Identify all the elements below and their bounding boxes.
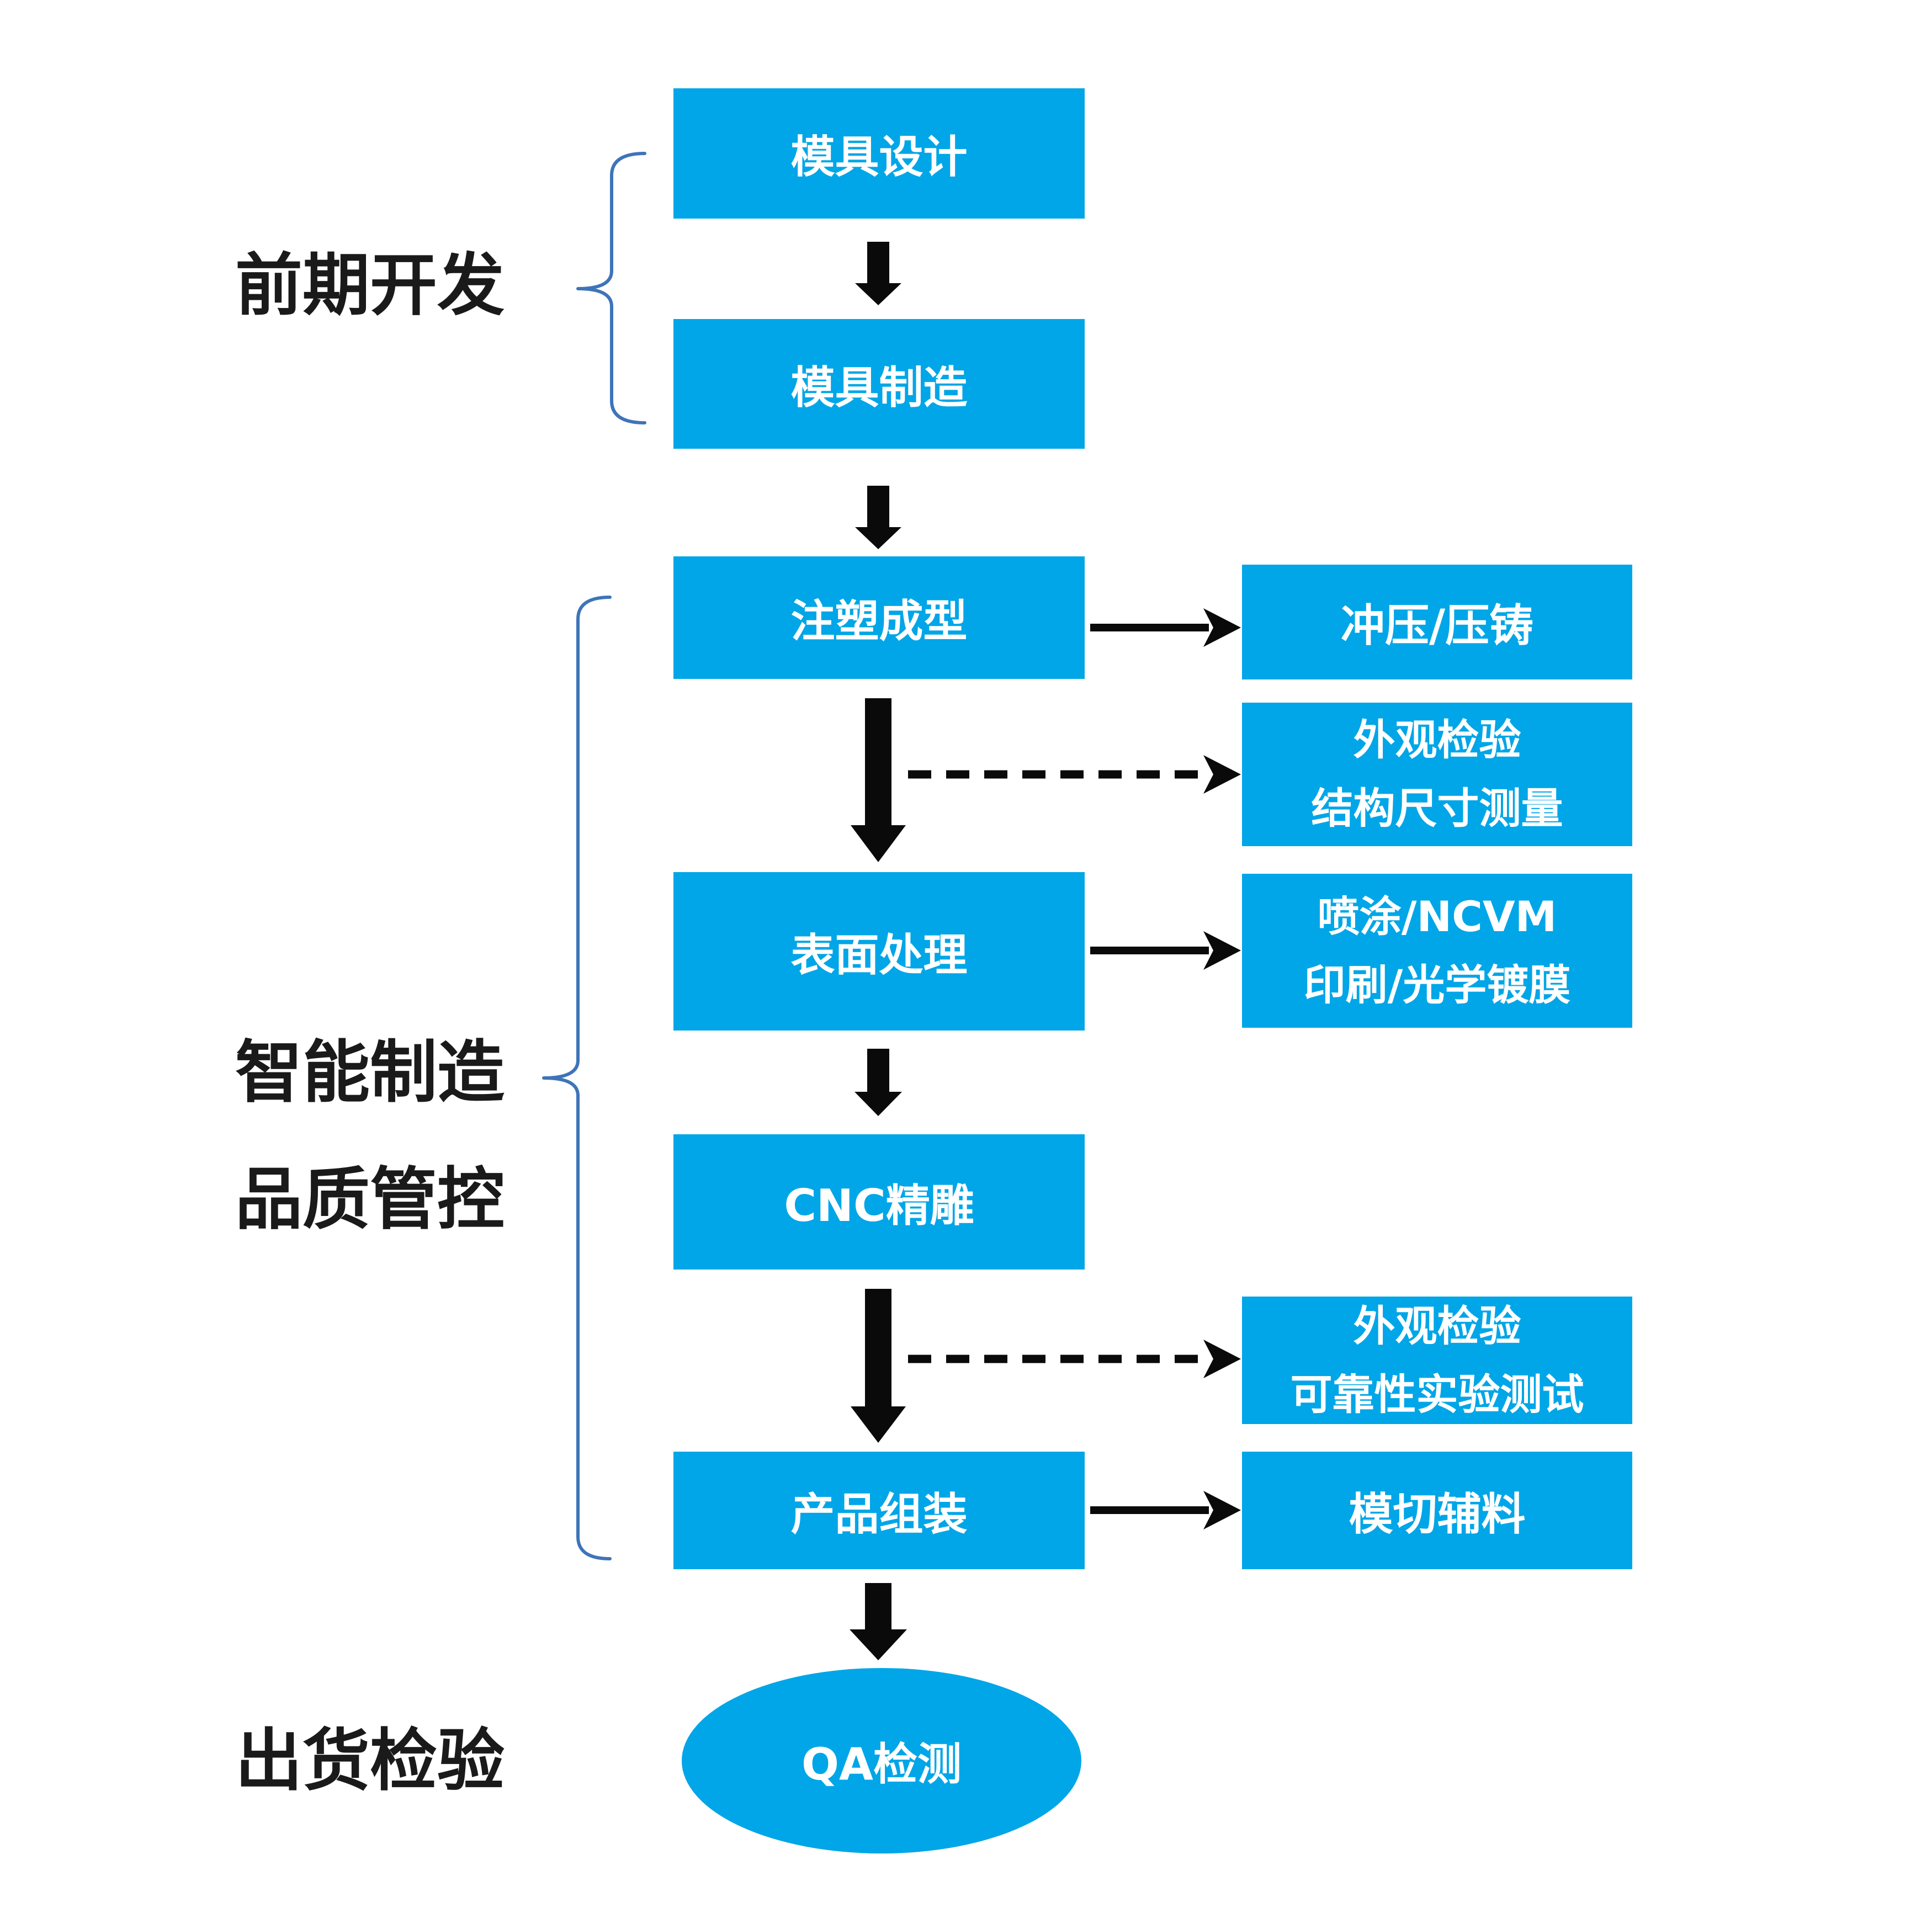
- step-qa-inspection-label: QA检测: [802, 1739, 962, 1790]
- step-mold-manufacturing-box: 模具制造: [673, 319, 1085, 449]
- dashed-arrow-to-inspection-2-head: [1203, 1340, 1241, 1378]
- arrow-surface-to-spraying-head: [1203, 931, 1241, 970]
- brace-smart-manufacturing: [542, 596, 612, 1560]
- brace-early-development: [576, 152, 646, 424]
- arrow-injection-to-surface: [851, 698, 906, 862]
- branch-appearance-inspection-2-line1: 外观检验: [1353, 1301, 1521, 1351]
- phase-smart-manufacturing-line2: 品质管控: [235, 1160, 505, 1239]
- dashed-arrow-to-inspection-1-head: [1203, 755, 1241, 794]
- arrow-assembly-to-diecut-head: [1203, 1491, 1241, 1529]
- step-mold-design-label: 模具设计: [790, 131, 968, 183]
- step-injection-molding-box: 注塑成型: [673, 556, 1085, 679]
- branch-appearance-inspection-2-box: 外观检验 可靠性实验测试: [1242, 1297, 1632, 1424]
- phase-label-smart-manufacturing: 智能制造 品质管控: [226, 1009, 513, 1263]
- arrow-surface-to-spraying-shaft: [1090, 947, 1209, 954]
- branch-appearance-inspection-2-line2: 可靠性实验测试: [1290, 1369, 1584, 1419]
- step-mold-manufacturing-label: 模具制造: [790, 362, 968, 413]
- phase-label-outgoing-inspection: 出货检验: [226, 1725, 513, 1797]
- step-surface-treatment-label: 表面处理: [790, 929, 968, 981]
- branch-die-cut-materials-box: 模切辅料: [1242, 1452, 1632, 1569]
- arrow-injection-to-stamping-shaft: [1090, 624, 1209, 631]
- branch-appearance-inspection-1-box: 外观检验 结构尺寸测量: [1242, 703, 1632, 846]
- branch-appearance-inspection-1-line2: 结构尺寸测量: [1311, 784, 1563, 833]
- arrow-surface-to-cnc: [854, 1049, 902, 1116]
- branch-stamping-die-casting-box: 冲压/压铸: [1242, 565, 1632, 679]
- phase-label-early-development: 前期开发: [226, 249, 513, 321]
- step-injection-molding-label: 注塑成型: [790, 596, 968, 647]
- step-product-assembly-box: 产品组装: [673, 1452, 1085, 1569]
- step-surface-treatment-box: 表面处理: [673, 872, 1085, 1031]
- step-cnc-engraving-label: CNC精雕: [784, 1180, 974, 1231]
- step-qa-inspection-ellipse: QA检测: [682, 1668, 1081, 1853]
- step-cnc-engraving-box: CNC精雕: [673, 1134, 1085, 1270]
- arrow-cnc-to-assembly: [851, 1289, 906, 1443]
- branch-stamping-die-casting-label: 冲压/压铸: [1340, 600, 1534, 651]
- arrow-mold-manufacturing-to-injection: [855, 486, 901, 549]
- branch-spraying-ncvm-line2: 印刷/光学镀膜: [1303, 960, 1571, 1010]
- arrow-injection-to-stamping-head: [1203, 608, 1241, 647]
- arrow-assembly-to-qa: [850, 1583, 907, 1660]
- step-product-assembly-label: 产品组装: [790, 1488, 968, 1540]
- arrow-assembly-to-diecut-shaft: [1090, 1506, 1209, 1514]
- phase-smart-manufacturing-line1: 智能制造: [235, 1033, 505, 1112]
- branch-appearance-inspection-1-line1: 外观检验: [1353, 715, 1521, 764]
- branch-spraying-ncvm-line1: 喷涂/NCVM: [1317, 891, 1557, 941]
- phase-outgoing-inspection-text: 出货检验: [235, 1722, 505, 1800]
- phase-early-development-text: 前期开发: [235, 246, 505, 325]
- arrow-mold-design-to-mold-manufacturing: [855, 242, 901, 305]
- branch-spraying-ncvm-box: 喷涂/NCVM 印刷/光学镀膜: [1242, 874, 1632, 1028]
- branch-die-cut-materials-label: 模切辅料: [1349, 1488, 1526, 1540]
- step-mold-design-box: 模具设计: [673, 88, 1085, 219]
